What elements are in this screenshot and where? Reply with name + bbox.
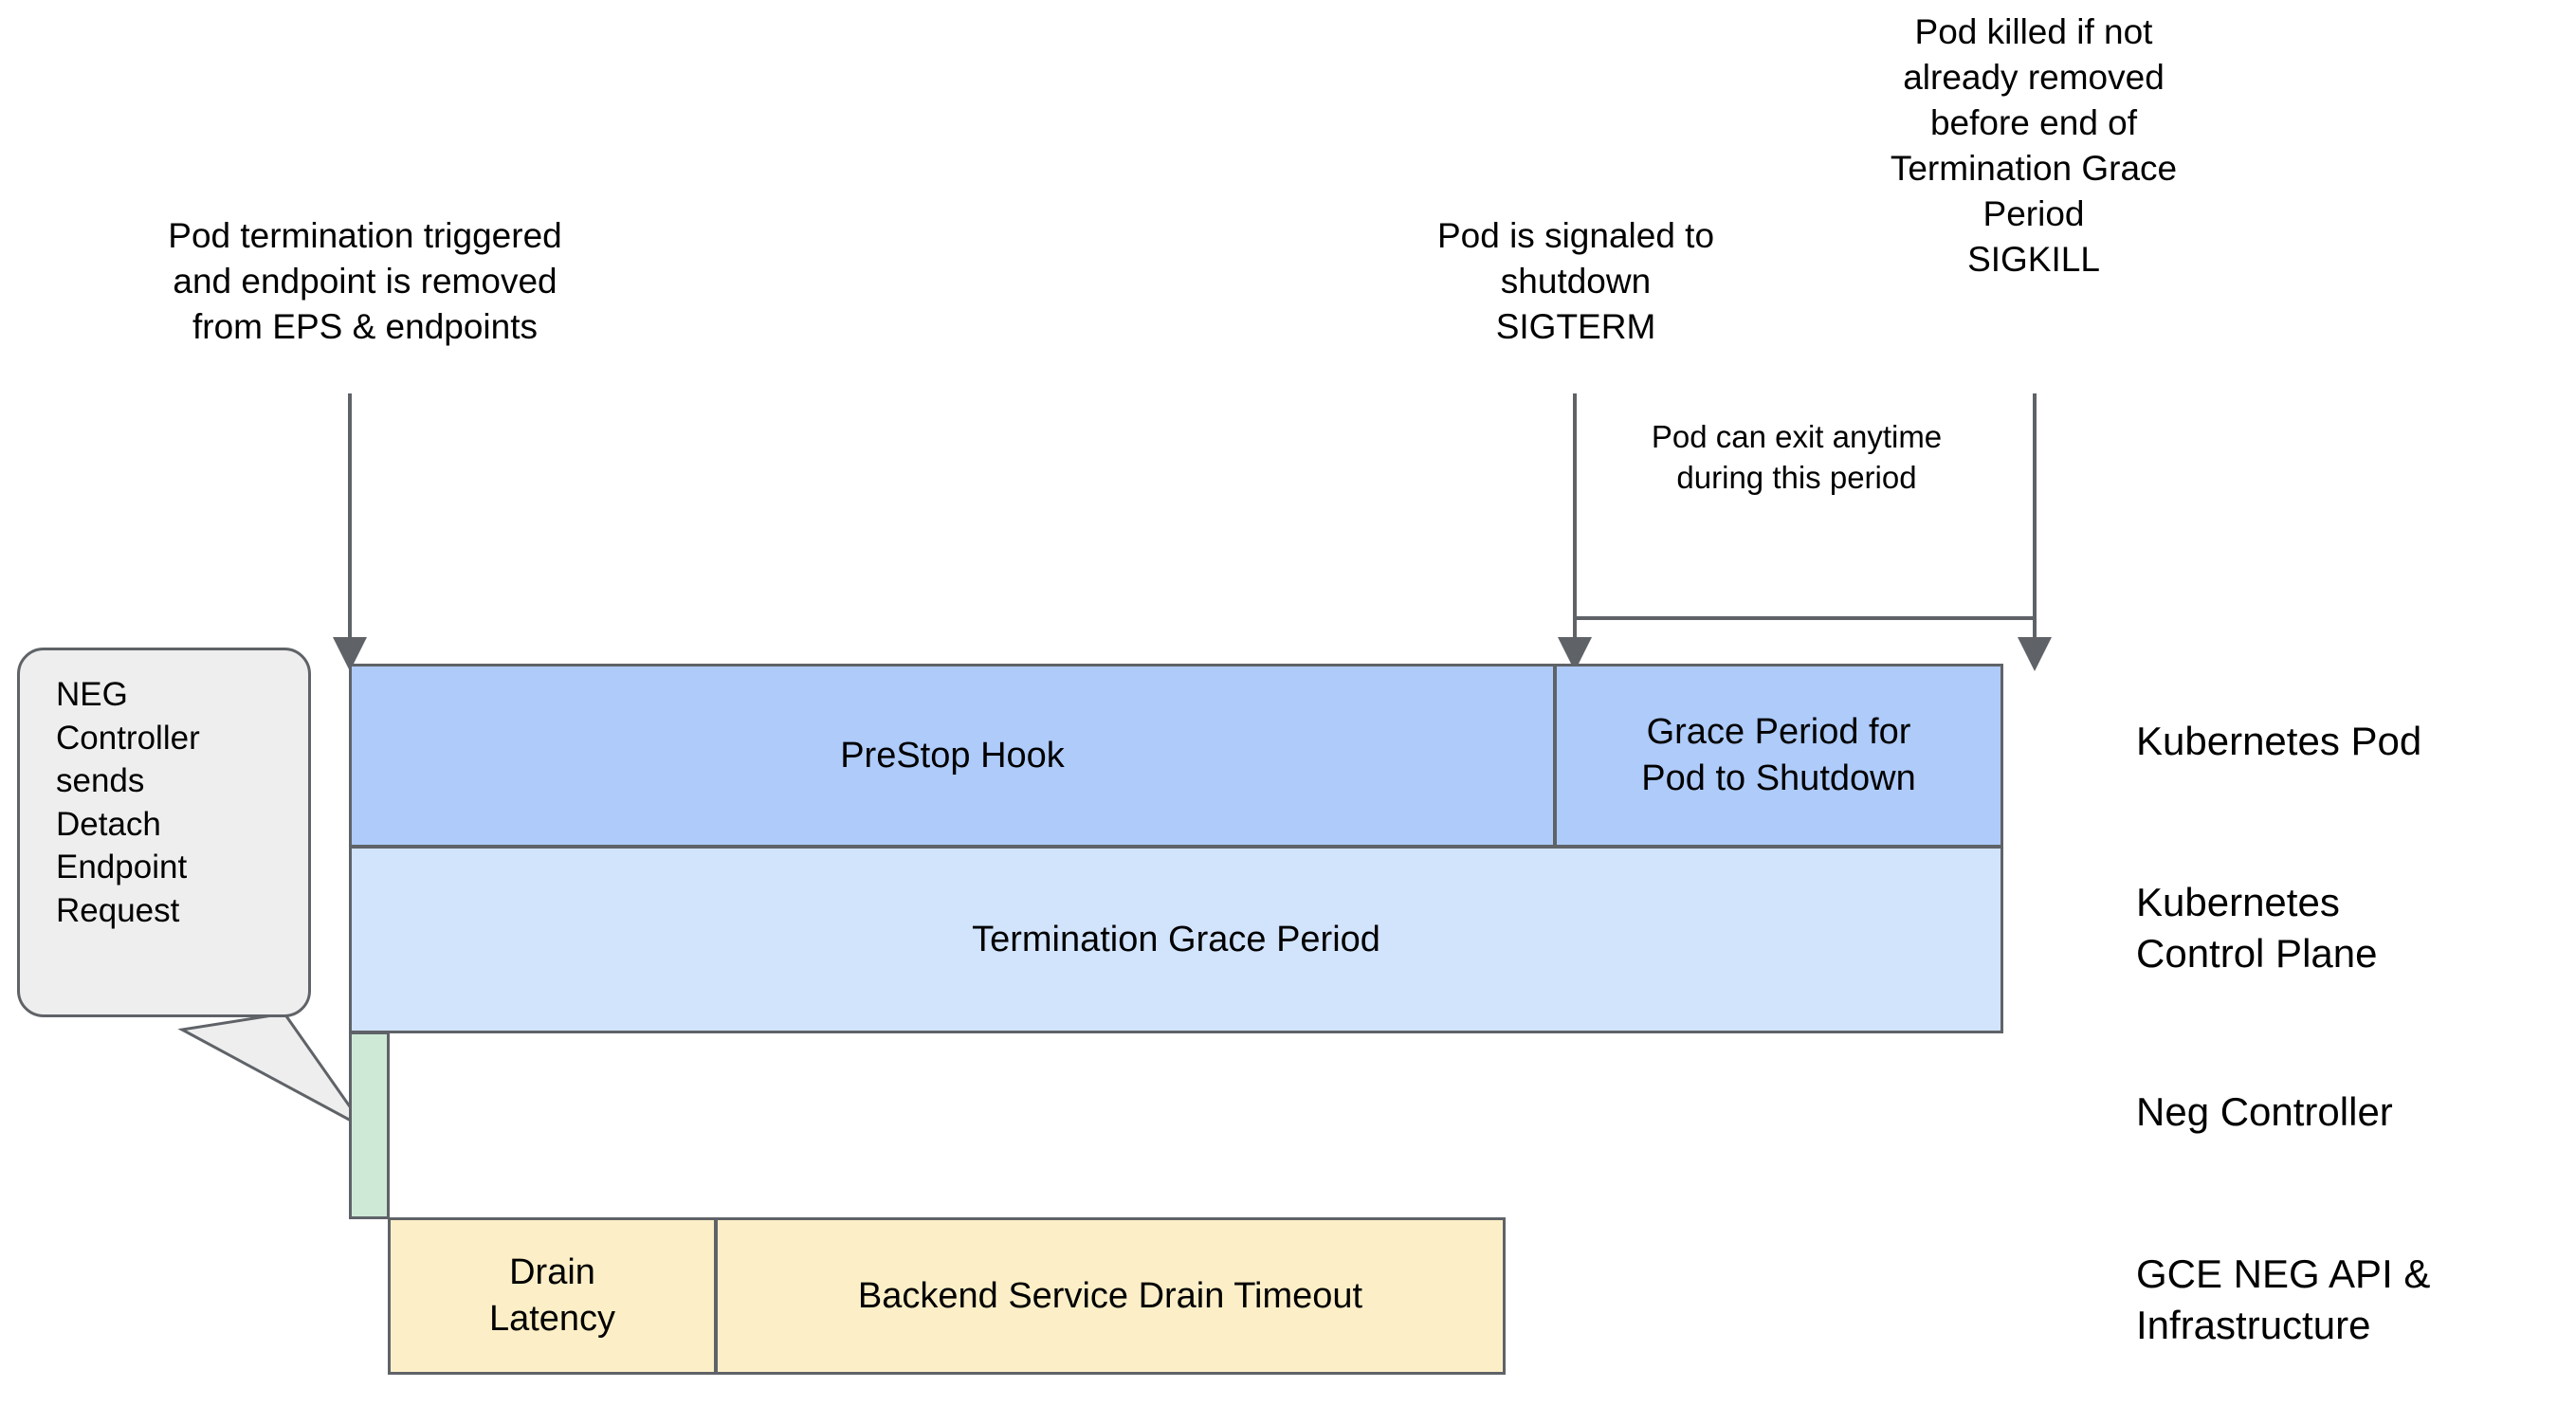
lane-label-kubernetes-pod: Kubernetes Pod — [2136, 719, 2422, 763]
lane-label-gce-neg-api: GCE NEG API & Infrastructure — [2136, 1251, 2431, 1347]
bar-termination-grace-period: Termination Grace Period — [349, 846, 2003, 1033]
annotation-pod-killed-sigkill: Pod killed if not already removed before… — [1890, 12, 2178, 280]
annotation-pod-signaled-shutdown: Pod is signaled to shutdown SIGTERM — [1436, 216, 1715, 347]
bar-backend-service-drain-timeout: Backend Service Drain Timeout — [715, 1217, 1506, 1375]
bar-prestop-hook: PreStop Hook — [349, 664, 1556, 848]
annotation-pod-can-exit-anytime: Pod can exit anytime during this period — [1651, 419, 1943, 495]
lane-label-neg-controller: Neg Controller — [2136, 1089, 2393, 1134]
neg-detach-callout: NEG Controller sends Detach Endpoint Req… — [17, 648, 311, 1017]
lane-label-kubernetes-control-plane: Kubernetes Control Plane — [2136, 880, 2378, 976]
bar-drain-latency: Drain Latency — [388, 1217, 717, 1375]
annotation-pod-termination-triggered: Pod termination triggered and endpoint i… — [168, 216, 562, 347]
callout-tail — [177, 1012, 367, 1130]
bar-neg-controller — [349, 1032, 390, 1219]
bar-grace-period-shutdown: Grace Period for Pod to Shutdown — [1554, 664, 2003, 848]
